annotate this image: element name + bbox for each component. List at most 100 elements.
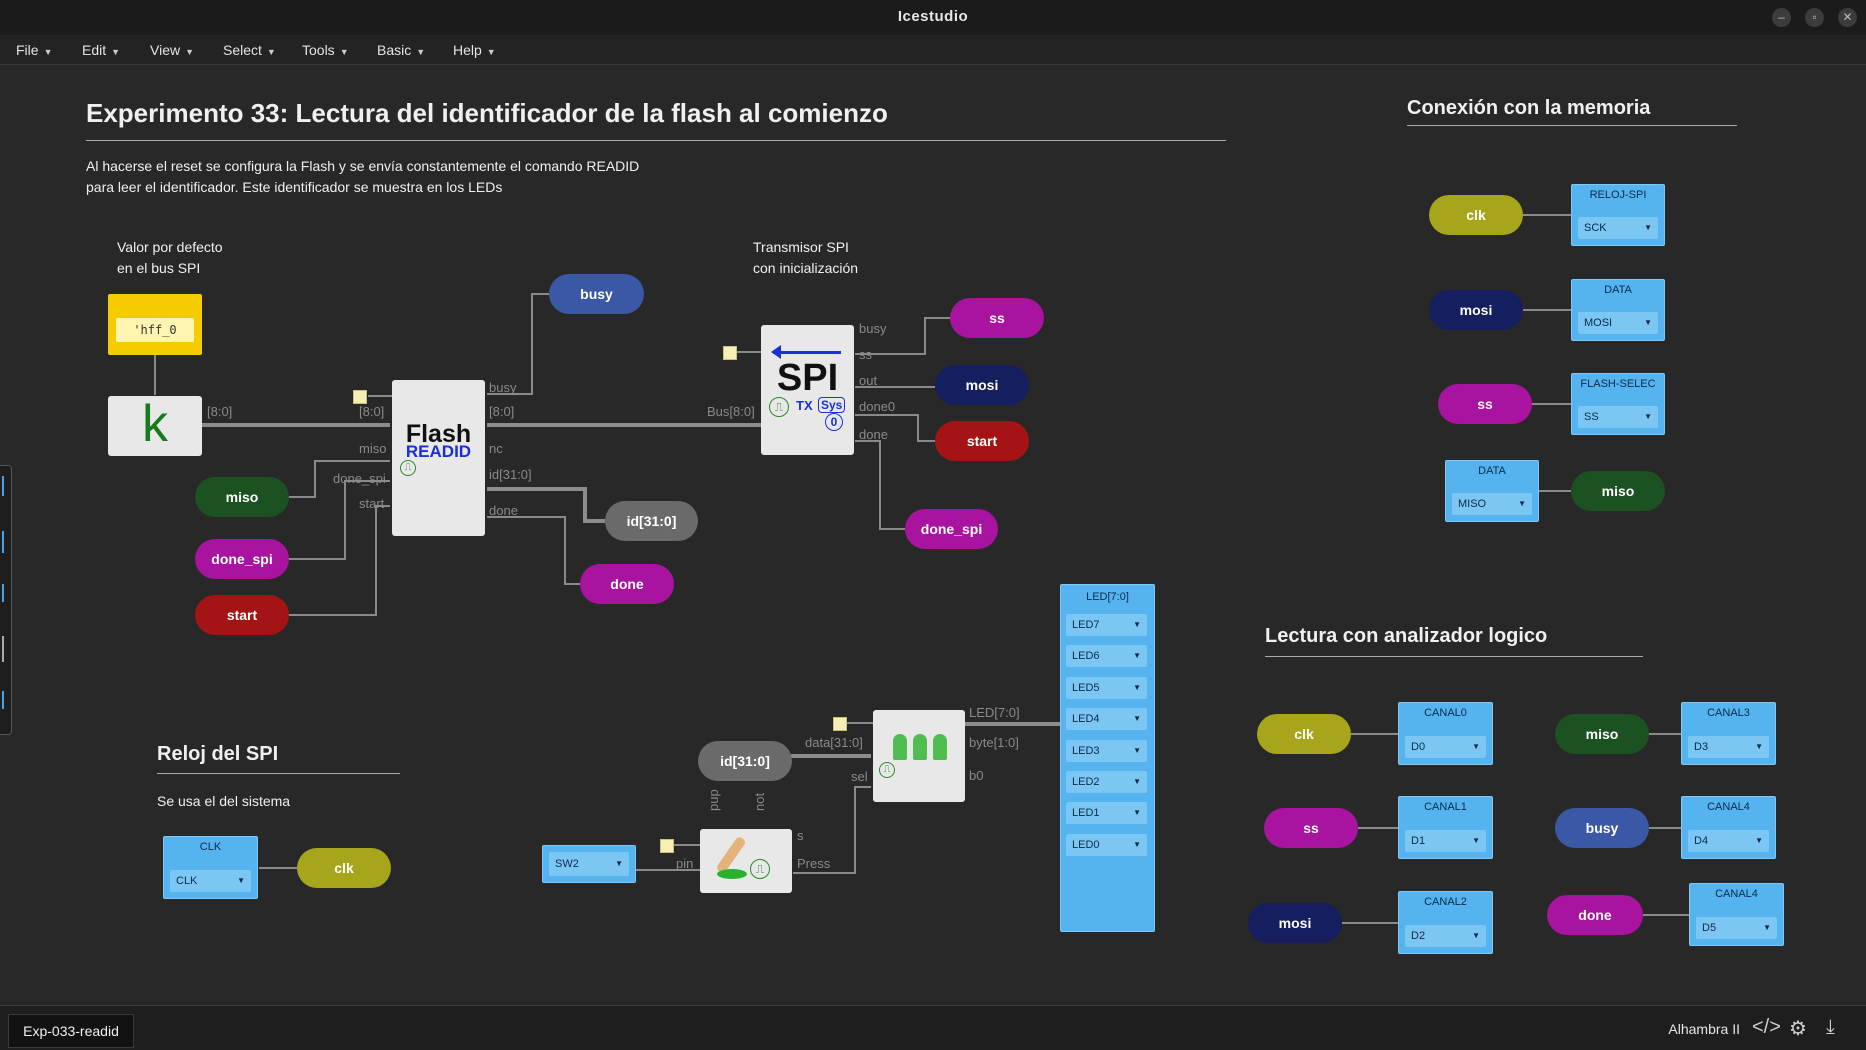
spi-tx: TX [796, 398, 813, 413]
label-clk[interactable]: clk [1257, 714, 1351, 754]
pin-canal2[interactable]: CANAL2 D2▼ [1398, 891, 1493, 954]
pin-sw2[interactable]: SW2▼ [542, 845, 636, 883]
led-pin-select[interactable]: LED7▼ [1066, 614, 1147, 636]
button-out-press: Press [797, 856, 831, 871]
maximize-icon[interactable]: ▫ [1805, 8, 1824, 27]
label-miso[interactable]: miso [1555, 714, 1649, 754]
constant-value[interactable]: 'hff_0 [116, 318, 194, 342]
flash-readid-block[interactable]: Flash READID ⎍ [392, 380, 485, 536]
pin-canal0[interactable]: CANAL0 D0▼ [1398, 702, 1493, 765]
led-pin-select[interactable]: LED3▼ [1066, 739, 1147, 762]
menu-tools[interactable]: Tools▼ [302, 42, 349, 58]
label-done[interactable]: done [580, 564, 674, 604]
pin-select[interactable]: D3▼ [1688, 736, 1769, 758]
label-mosi[interactable]: mosi [1248, 903, 1342, 943]
dropdown-icon: ▼ [1755, 836, 1763, 845]
gear-icon[interactable]: ⚙ [1789, 1018, 1807, 1040]
analyzer-title: Lectura con analizador logico [1265, 625, 1548, 647]
pin-select[interactable]: SW2▼ [549, 852, 629, 876]
pin-canal4[interactable]: CANAL4 D4▼ [1681, 796, 1776, 859]
pin-canal3[interactable]: CANAL3 D3▼ [1681, 702, 1776, 765]
label-mosi[interactable]: mosi [1429, 290, 1523, 330]
divider [86, 140, 1226, 141]
spi-out-done0: done0 [859, 399, 896, 414]
dropdown-icon: ▼ [1472, 742, 1480, 751]
k-block[interactable]: k [108, 395, 202, 456]
button-block[interactable]: ⎍ [700, 829, 792, 893]
memory-title: Conexión con la memoria [1407, 97, 1651, 119]
pin-select[interactable]: D0▼ [1405, 736, 1486, 758]
pin-select[interactable]: SS▼ [1578, 406, 1658, 428]
menu-edit[interactable]: Edit▼ [82, 42, 121, 58]
label-busy[interactable]: busy [1555, 808, 1649, 848]
pin-select[interactable]: CLK▼ [170, 870, 251, 892]
label-clk[interactable]: clk [1429, 195, 1523, 235]
menu-select[interactable]: Select▼ [223, 42, 276, 58]
label-id[interactable]: id[31:0] [605, 501, 698, 541]
pin-select[interactable]: D2▼ [1405, 925, 1486, 947]
label-ss[interactable]: ss [1264, 808, 1358, 848]
label-done[interactable]: done [1547, 895, 1643, 935]
minimize-icon[interactable]: – [1772, 8, 1791, 27]
led-pin-select[interactable]: LED4▼ [1066, 708, 1147, 731]
pin-select[interactable]: D5▼ [1696, 917, 1777, 939]
led-pin-select[interactable]: LED0▼ [1066, 833, 1147, 856]
status-bar: Exp-033-readid Alhambra II </> ⚙ ⤓ [0, 1005, 1866, 1050]
label-id[interactable]: id[31:0] [698, 741, 792, 781]
label-miso[interactable]: miso [195, 477, 289, 517]
menu-basic[interactable]: Basic▼ [377, 42, 426, 58]
pin-canal1[interactable]: CANAL1 D1▼ [1398, 796, 1493, 859]
pin-select[interactable]: SCK▼ [1578, 217, 1658, 239]
divider [157, 773, 400, 774]
title-bar: Icestudio – ▫ ✕ [0, 0, 1866, 35]
flash-in-bus: [8:0] [359, 404, 385, 419]
caret-down-icon: ▼ [111, 47, 121, 57]
led-pin-select[interactable]: LED1▼ [1066, 802, 1147, 825]
clock-desc: Se usa el del sistema [157, 793, 291, 809]
pin-canal4-d5[interactable]: CANAL4 D5▼ [1689, 883, 1784, 946]
project-tab[interactable]: Exp-033-readid [8, 1014, 134, 1048]
spi-tx-block[interactable]: SPI ⎍ TX Sys 0 [761, 325, 854, 455]
flash-out-nc: nc [489, 441, 503, 456]
led-pin-select[interactable]: LED6▼ [1066, 645, 1147, 668]
pin-select[interactable]: D4▼ [1688, 830, 1769, 852]
label-mosi[interactable]: mosi [935, 365, 1029, 405]
board-name[interactable]: Alhambra II [1668, 1021, 1740, 1037]
constant-block[interactable]: 'hff_0 [108, 294, 202, 355]
pin-flash-selec[interactable]: FLASH-SELEC SS▼ [1571, 373, 1665, 435]
pin-reloj-spi[interactable]: RELOJ-SPI SCK▼ [1571, 184, 1665, 246]
label-done-spi[interactable]: done_spi [195, 539, 289, 579]
side-panel-handle[interactable] [0, 465, 12, 735]
label-ss[interactable]: ss [1438, 384, 1532, 424]
pin-select[interactable]: MISO▼ [1452, 493, 1532, 515]
code-icon[interactable]: </> [1752, 1016, 1781, 1038]
k-letter: k [142, 395, 168, 453]
pin-clk[interactable]: CLK CLK▼ [163, 836, 258, 899]
label-done-spi-out[interactable]: done_spi [905, 509, 998, 549]
menu-file[interactable]: File▼ [16, 42, 53, 58]
label-start-spi[interactable]: start [935, 421, 1029, 461]
note-spi-line1: Transmisor SPI [753, 239, 849, 255]
pin-data-mosi[interactable]: DATA MOSI▼ [1571, 279, 1665, 341]
led-pin-select[interactable]: LED2▼ [1066, 771, 1147, 793]
pin-select[interactable]: MOSI▼ [1578, 312, 1658, 334]
clock-pulse-icon: ⎍ [750, 859, 770, 879]
menu-view[interactable]: View▼ [150, 42, 195, 58]
clock-pulse-icon: ⎍ [400, 460, 416, 476]
led-pin-select[interactable]: LED5▼ [1066, 676, 1147, 699]
menu-help[interactable]: Help▼ [453, 42, 496, 58]
led-icon [913, 734, 927, 760]
arrow-left-icon [773, 351, 841, 354]
label-clk[interactable]: clk [297, 848, 391, 888]
label-ss[interactable]: ss [950, 298, 1044, 338]
led-display-block[interactable]: ⎍ [873, 710, 965, 802]
label-busy[interactable]: busy [549, 274, 644, 314]
label-start[interactable]: start [195, 595, 289, 635]
pin-data-miso[interactable]: DATA MISO▼ [1445, 460, 1539, 522]
label-miso[interactable]: miso [1571, 471, 1665, 511]
close-icon[interactable]: ✕ [1838, 8, 1857, 27]
design-canvas[interactable]: Experimento 33: Lectura del identificado… [0, 65, 1866, 1005]
pin-select[interactable]: D1▼ [1405, 830, 1486, 852]
menu-bar: File▼ Edit▼ View▼ Select▼ Tools▼ Basic▼ … [0, 35, 1866, 65]
download-icon[interactable]: ⤓ [1826, 1016, 1835, 1038]
